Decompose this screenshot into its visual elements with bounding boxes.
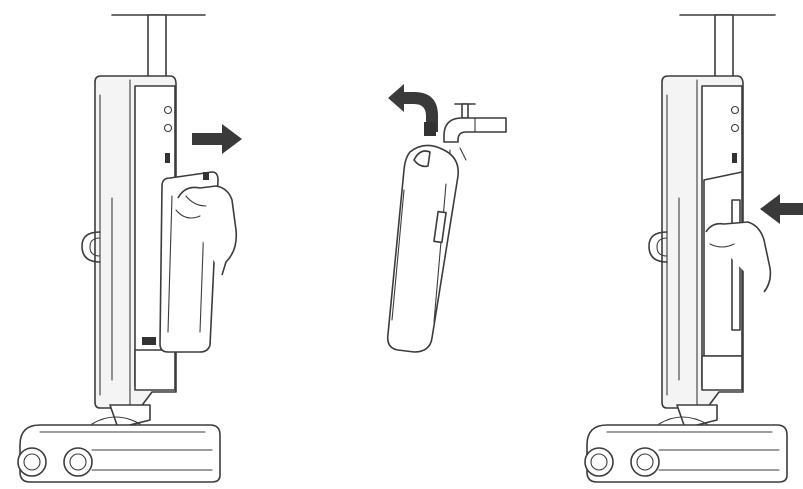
step-rinse-tank — [388, 84, 506, 352]
water-tank-rinse — [388, 145, 459, 352]
floor-head-right — [585, 405, 787, 482]
handle-pole — [112, 15, 205, 85]
floor-head — [18, 405, 220, 482]
step-insert-tank — [585, 15, 803, 482]
arrow-right-icon — [192, 124, 242, 154]
arrow-left-icon — [760, 194, 803, 224]
step-remove-tank — [18, 15, 242, 482]
handle-pole-right — [680, 15, 775, 85]
